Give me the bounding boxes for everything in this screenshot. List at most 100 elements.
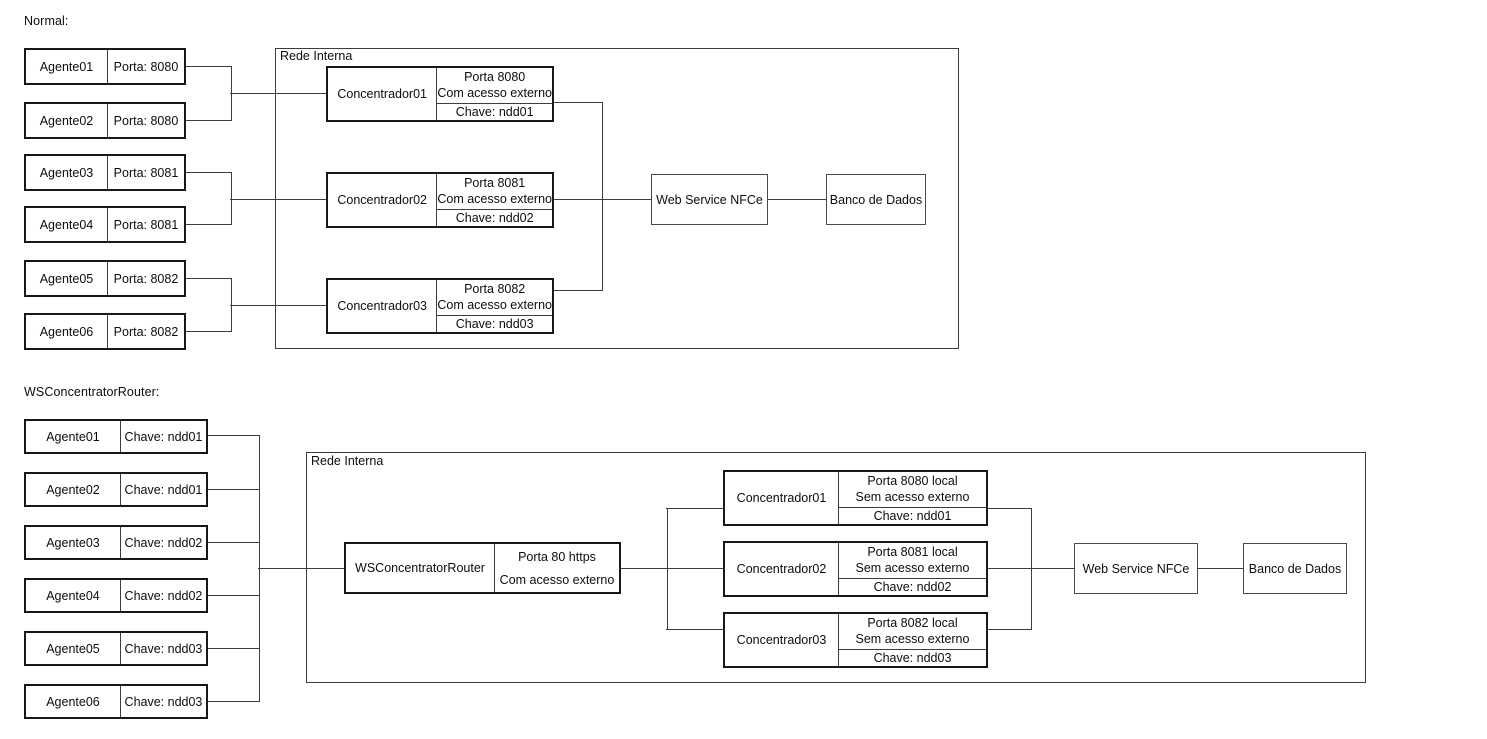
wsrouter-access: Com acesso externo	[499, 572, 615, 587]
agent-name: Agente05	[46, 641, 100, 656]
agent-detail: Porta: 8081	[106, 208, 184, 241]
concentrator-access: Sem acesso externo	[855, 561, 970, 575]
agent-node[interactable]: Agente05 Chave: ndd03	[24, 631, 208, 666]
section-title-router: WSConcentratorRouter:	[24, 385, 160, 399]
agent-node[interactable]: Agente01 Porta: 8080	[24, 48, 186, 85]
link-pair3-concentrador03	[230, 305, 326, 307]
agent-name: Agente03	[39, 165, 94, 180]
agent-detail: Chave: ndd01	[119, 421, 206, 452]
wsconcentratorrouter-node[interactable]: WSConcentratorRouter Porta 80 https Com …	[344, 542, 621, 594]
link-router-concentrador03-bus	[987, 629, 1032, 631]
agent-node[interactable]: Agente05 Porta: 8082	[24, 260, 186, 297]
concentrator-name: Concentrador02	[337, 193, 427, 207]
agent-node[interactable]: Agente03 Chave: ndd02	[24, 525, 208, 560]
agent-detail: Porta: 8082	[106, 262, 184, 295]
agent-detail: Porta: 8081	[106, 156, 184, 189]
concentrator-port: Porta 8081 local	[867, 545, 958, 559]
link-wsrouter-fanbus	[620, 568, 668, 570]
agent-name: Agente04	[39, 217, 94, 232]
agent-node[interactable]: Agente01 Chave: ndd01	[24, 419, 208, 454]
concentrator-node[interactable]: Concentrador02 Porta 8081 Com acesso ext…	[326, 172, 554, 228]
link-router-agent04-bus	[208, 595, 260, 597]
section-title-normal: Normal:	[24, 14, 69, 28]
link-agent01-bus	[186, 66, 232, 68]
agent-detail: Chave: ndd02	[119, 580, 206, 611]
concentrator-node[interactable]: Concentrador02 Porta 8081 local Sem aces…	[723, 541, 988, 597]
link-agent05-bus	[186, 278, 232, 280]
link-pair2-concentrador02	[230, 199, 326, 201]
link-bus-webservice-router	[1030, 568, 1075, 570]
wsrouter-port: Porta 80 https	[518, 549, 596, 564]
concentrator-name: Concentrador01	[337, 87, 427, 101]
link-router-agent01-bus	[208, 435, 260, 437]
rede-interna-label-normal: Rede Interna	[277, 49, 355, 63]
link-agent02-bus	[186, 120, 232, 122]
database-label: Banco de Dados	[829, 192, 923, 207]
concentrator-port: Porta 8081	[464, 176, 526, 190]
agent-name: Agente02	[46, 482, 100, 497]
rede-interna-label-router: Rede Interna	[308, 454, 386, 468]
link-concentrador02-bus	[553, 199, 603, 201]
concentrator-access: Com acesso externo	[437, 86, 552, 100]
rede-interna-container-normal	[275, 48, 959, 349]
concentrator-key: Chave: ndd01	[839, 507, 986, 524]
link-router-agent05-bus	[208, 648, 260, 650]
agent-node[interactable]: Agente04 Chave: ndd02	[24, 578, 208, 613]
webservice-node[interactable]: Web Service NFCe	[651, 174, 768, 225]
agent-node[interactable]: Agente04 Porta: 8081	[24, 206, 186, 243]
concentrator-port: Porta 8082	[464, 282, 526, 296]
link-webservice-database-normal	[767, 199, 827, 201]
agent-name: Agente05	[39, 271, 94, 286]
database-node[interactable]: Banco de Dados	[826, 174, 926, 225]
agent-node[interactable]: Agente06 Chave: ndd03	[24, 684, 208, 719]
link-router-concentrador01-bus	[987, 508, 1032, 510]
concentrator-node[interactable]: Concentrador01 Porta 8080 local Sem aces…	[723, 470, 988, 526]
concentrator-name: Concentrador01	[736, 491, 827, 505]
agent-detail: Chave: ndd03	[119, 686, 206, 717]
agent-name: Agente01	[46, 429, 100, 444]
agent-name: Agente01	[39, 59, 94, 74]
database-node[interactable]: Banco de Dados	[1243, 543, 1347, 594]
agent-node[interactable]: Agente06 Porta: 8082	[24, 313, 186, 350]
concentrator-node[interactable]: Concentrador03 Porta 8082 Com acesso ext…	[326, 278, 554, 334]
link-agent04-bus	[186, 224, 232, 226]
concentrator-node[interactable]: Concentrador03 Porta 8082 local Sem aces…	[723, 612, 988, 668]
link-webservice-database-router	[1197, 568, 1244, 570]
agent-node[interactable]: Agente02 Chave: ndd01	[24, 472, 208, 507]
link-bus-webservice-normal	[601, 199, 651, 201]
webservice-label: Web Service NFCe	[1082, 561, 1190, 576]
concentrator-port: Porta 8080	[464, 70, 526, 84]
concentrator-key: Chave: ndd02	[839, 578, 986, 595]
link-agentbus-wsrouter	[258, 568, 345, 570]
bus-concentrators-normal	[601, 102, 603, 291]
concentrator-node[interactable]: Concentrador01 Porta 8080 Com acesso ext…	[326, 66, 554, 122]
link-agent03-bus	[186, 172, 232, 174]
link-pair1-concentrador01	[230, 93, 326, 95]
concentrator-name: Concentrador03	[337, 299, 427, 313]
concentrator-name: Concentrador03	[736, 633, 827, 647]
agent-name: Agente02	[39, 113, 94, 128]
concentrator-port: Porta 8082 local	[867, 616, 958, 630]
agent-name: Agente06	[46, 694, 100, 709]
webservice-node[interactable]: Web Service NFCe	[1074, 543, 1198, 594]
concentrator-access: Sem acesso externo	[855, 490, 970, 504]
link-concentrador03-bus	[553, 290, 603, 292]
agent-detail: Chave: ndd03	[119, 633, 206, 664]
link-router-agent02-bus	[208, 489, 260, 491]
link-router-agent03-bus	[208, 542, 260, 544]
wsrouter-name: WSConcentratorRouter	[355, 561, 485, 575]
agent-node[interactable]: Agente03 Porta: 8081	[24, 154, 186, 191]
concentrator-key: Chave: ndd02	[437, 209, 552, 226]
agent-name: Agente06	[39, 324, 94, 339]
agent-detail: Porta: 8082	[106, 315, 184, 348]
concentrator-name: Concentrador02	[736, 562, 827, 576]
concentrator-key: Chave: ndd03	[839, 649, 986, 666]
concentrator-key: Chave: ndd03	[437, 315, 552, 332]
agent-detail: Chave: ndd01	[119, 474, 206, 505]
concentrator-key: Chave: ndd01	[437, 103, 552, 120]
agent-node[interactable]: Agente02 Porta: 8080	[24, 102, 186, 139]
agent-detail: Porta: 8080	[106, 104, 184, 137]
link-router-concentrador02-bus	[987, 568, 1032, 570]
concentrator-access: Com acesso externo	[437, 298, 552, 312]
